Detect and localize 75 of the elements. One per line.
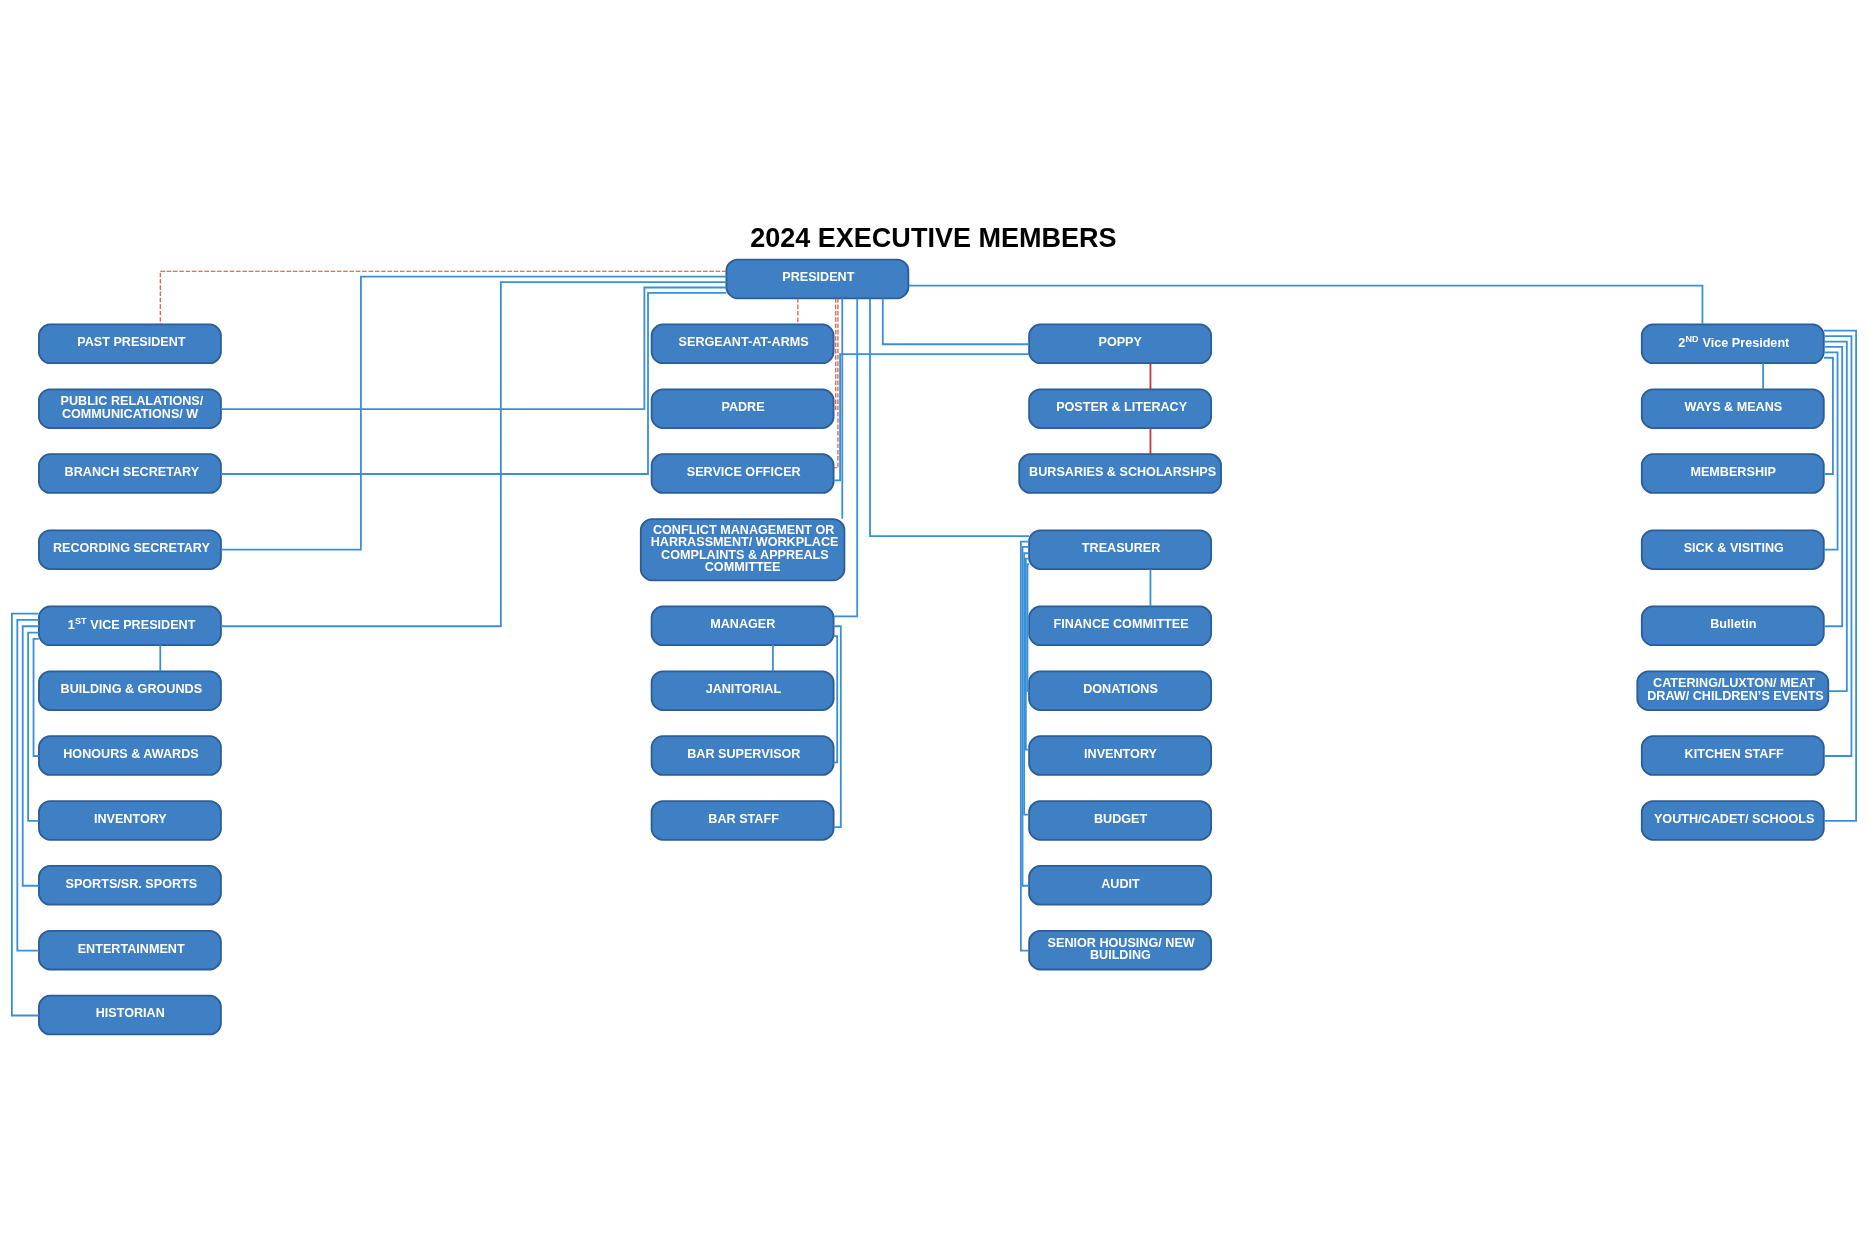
node-box: BUILDING & GROUNDS	[38, 669, 222, 711]
connector	[833, 297, 839, 468]
connector	[1762, 361, 1765, 390]
connector	[16, 618, 40, 951]
node-box: 2$^{ND}$ Vice President	[1640, 323, 1825, 364]
connector	[220, 280, 728, 627]
connector	[220, 291, 728, 475]
connector	[833, 297, 837, 410]
connector	[1149, 361, 1152, 390]
node-box: POPPY	[1028, 323, 1212, 364]
connector	[907, 284, 1704, 325]
connector	[1026, 562, 1030, 692]
node-box: Bulletin	[1640, 605, 1825, 646]
connector	[220, 286, 728, 410]
connector	[1149, 426, 1152, 455]
connector	[881, 297, 1030, 345]
connector	[1149, 567, 1152, 607]
connector	[841, 297, 844, 520]
node-box: INVENTORY	[38, 799, 222, 841]
node-box: JANITORIAL	[650, 669, 835, 711]
connector	[220, 275, 728, 551]
connector	[1823, 334, 1853, 757]
node-box: MANAGER	[650, 605, 835, 646]
connector	[1021, 545, 1030, 887]
node-box: SERVICE OFFICER	[650, 452, 835, 494]
connector	[832, 634, 839, 763]
node-box: PAST PRESIDENT	[38, 323, 222, 364]
connector	[832, 297, 859, 617]
node-box: SERGEANT-AT-ARMS	[650, 323, 835, 364]
connector	[159, 643, 162, 672]
node-box: SENIOR HOUSING/ NEW BUILDING	[1028, 929, 1212, 970]
node-box: BRANCH SECRETARY	[38, 452, 222, 494]
node-box: PUBLIC RELALATIONS/ COMMUNICATIONS/ W	[38, 387, 222, 429]
node-box: FINANCE COMMITTEE	[1028, 605, 1212, 646]
connector	[159, 270, 727, 325]
node-box: WAYS & MEANS	[1640, 387, 1825, 429]
node-box: CONFLICT MANAGEMENT OR HARRASSMENT/ WORKPLACE COMPLAINTS & APPREALS COMMITTEE	[639, 517, 846, 581]
node-box: KITCHEN STAFF	[1640, 734, 1825, 776]
node-box: SPORTS/SR. SPORTS	[38, 864, 222, 906]
node-box: PRESIDENT	[725, 258, 910, 299]
node-box: POSTER & LITERACY	[1028, 387, 1212, 429]
node-box: CATERING/LUXTON/ MEAT DRAW/ CHILDREN’S EVENTS	[1636, 669, 1830, 711]
node-box: BAR SUPERVISOR	[650, 734, 835, 776]
node-box: BAR STAFF	[650, 799, 835, 841]
node-box: YOUTH/CADET/ SCHOOLS	[1640, 799, 1825, 841]
connector	[1023, 551, 1030, 815]
node-box: SICK & VISITING	[1640, 528, 1825, 570]
connector	[1823, 340, 1848, 692]
node-box: INVENTORY	[1028, 734, 1212, 776]
connector	[32, 637, 40, 757]
node-box: AUDIT	[1028, 864, 1212, 906]
node-box: MEMBERSHIP	[1640, 452, 1825, 494]
node-box: TREASURER	[1028, 528, 1212, 570]
connector	[832, 624, 842, 828]
node-box: BUDGET	[1028, 799, 1212, 841]
node-box: BURSARIES & SCHOLARSHPS	[1018, 452, 1222, 494]
node-box: 1$^{ST}$ VICE PRESIDENT	[38, 605, 222, 646]
connector	[1024, 557, 1030, 751]
node-box: HISTORIAN	[38, 994, 222, 1035]
connector	[27, 631, 40, 822]
node-box: RECORDING SECRETARY	[38, 528, 222, 570]
node-box: HONOURS & AWARDS	[38, 734, 222, 776]
diagram-title: 2024 EXECUTIVE MEMBERS	[750, 222, 1117, 253]
connector	[797, 297, 799, 325]
connector	[772, 643, 774, 672]
connector	[1823, 356, 1834, 475]
connector	[832, 352, 1030, 481]
node-box: PADRE	[650, 387, 835, 429]
connector	[869, 297, 1030, 537]
node-box: DONATIONS	[1028, 669, 1212, 711]
connector	[21, 624, 40, 887]
connector	[1823, 345, 1844, 627]
connector	[1822, 350, 1839, 551]
connector	[1823, 329, 1857, 822]
node-box: ENTERTAINMENT	[38, 929, 222, 970]
